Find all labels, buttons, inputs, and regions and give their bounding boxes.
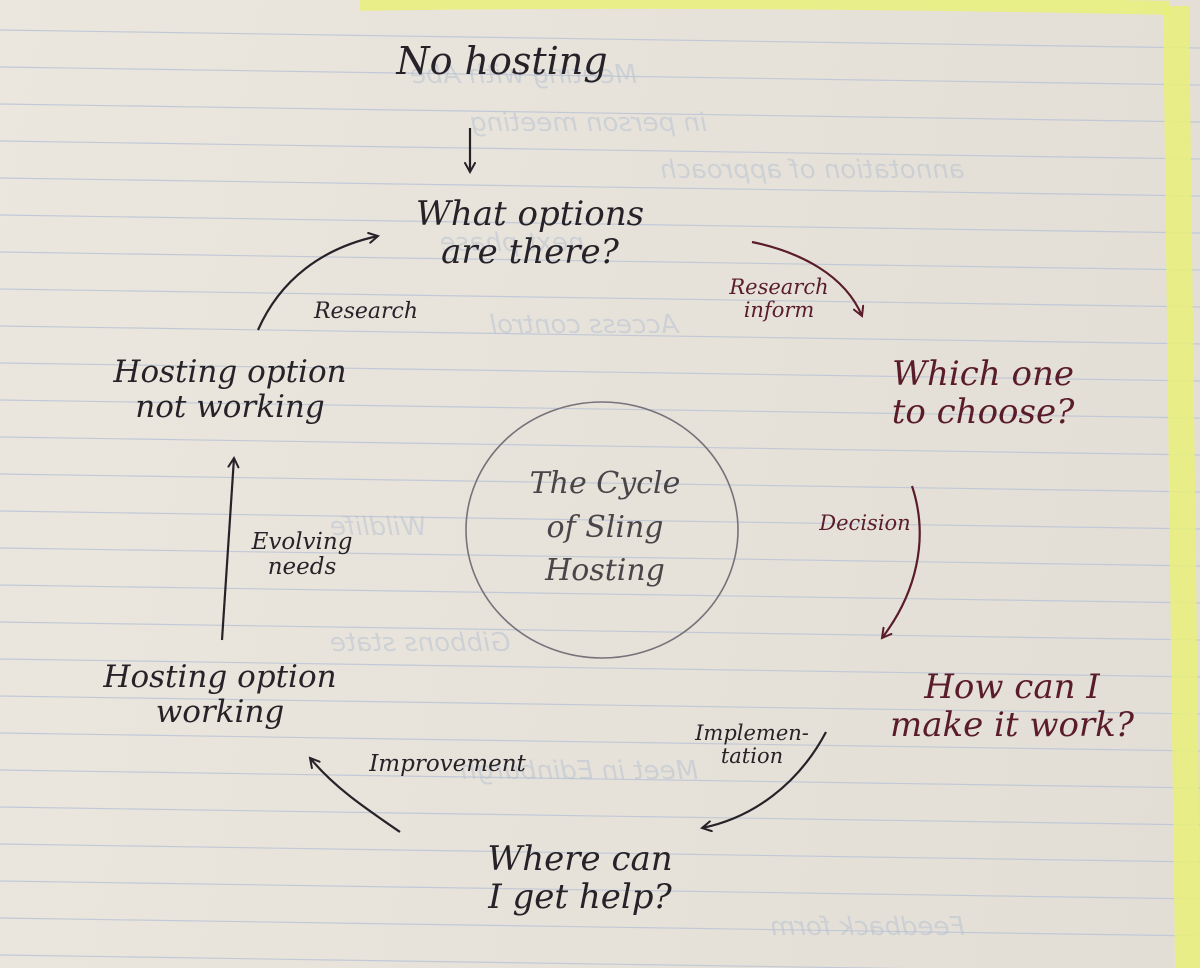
ruled-line	[0, 177, 1200, 197]
node-hosting-working: Hosting option working	[80, 660, 360, 729]
arrow-not-working-to-options	[256, 236, 378, 331]
ruled-line	[0, 806, 1200, 826]
ruled-line	[0, 29, 1200, 49]
highlighter-top	[359, 0, 1171, 15]
center-title-line3: Hosting	[545, 553, 665, 588]
node-where-can-line1: Where can	[487, 839, 673, 879]
node-hosting-not-working-line1: Hosting option	[113, 354, 347, 390]
ruled-line	[0, 547, 1200, 567]
label-evolving-needs: Evolving needs	[232, 529, 372, 581]
label-research-text: Research	[313, 299, 419, 324]
ruled-line	[0, 769, 1200, 789]
ruled-line	[0, 251, 1200, 271]
label-research-inform-line2: inform	[743, 298, 815, 323]
ruled-line	[0, 695, 1200, 715]
ruled-line	[0, 954, 907, 968]
ruled-line	[0, 843, 1200, 863]
node-which-one: Which one to choose?	[848, 355, 1118, 431]
label-research-inform: Research inform	[704, 275, 854, 323]
ruled-line	[0, 103, 1200, 123]
ruled-line	[0, 658, 1200, 678]
label-improvement: Improvement	[345, 751, 550, 777]
ruled-line	[0, 621, 1200, 641]
ruled-line	[0, 214, 1200, 234]
ruled-line	[0, 436, 1200, 456]
node-hosting-working-line1: Hosting option	[103, 659, 337, 695]
ruled-line	[0, 880, 1200, 900]
arrow-choose-to-make-work	[882, 485, 921, 638]
label-implementation-line2: tation	[720, 744, 784, 769]
center-title: The Cycle of Sling Hosting	[480, 462, 730, 593]
arrow-help-to-working	[310, 758, 401, 833]
ruled-line	[0, 473, 1200, 493]
highlighter-right	[1163, 5, 1200, 968]
ruled-line	[0, 917, 1200, 937]
label-evolving-needs-line1: Evolving	[251, 529, 353, 555]
node-how-can-i-line2: make it work?	[889, 705, 1135, 746]
node-no-hosting: No hosting	[382, 40, 622, 83]
node-where-can-line2: I get help?	[488, 877, 672, 918]
ruled-line	[0, 362, 1200, 382]
label-research-inform-line1: Research	[729, 275, 829, 299]
ruled-line	[0, 288, 1200, 308]
label-evolving-needs-line2: needs	[267, 554, 337, 581]
node-no-hosting-text: No hosting	[396, 39, 608, 83]
ruled-line	[0, 325, 1200, 345]
ruled-line	[0, 399, 1200, 419]
center-title-line1: The Cycle	[529, 466, 681, 501]
ruled-line	[0, 732, 1200, 752]
ruled-line	[0, 584, 1200, 604]
label-decision: Decision	[800, 511, 930, 535]
label-improvement-text: Improvement	[369, 751, 526, 777]
node-where-can: Where can I get help?	[430, 840, 730, 916]
center-title-line2: of Sling	[546, 509, 664, 545]
node-how-can-i: How can I make it work?	[862, 668, 1162, 744]
arrow-options-to-choose	[751, 240, 862, 316]
label-implementation-line1: Implemen-	[695, 721, 809, 745]
node-hosting-not-working-line2: not working	[135, 388, 325, 425]
node-what-options-line1: What options	[415, 194, 645, 234]
node-hosting-working-line2: working	[155, 693, 285, 730]
ruled-line	[0, 140, 1200, 160]
node-how-can-i-line1: How can I	[924, 667, 1100, 707]
ruled-line	[0, 510, 1200, 530]
arrow-working-to-not-working	[220, 458, 234, 641]
label-implementation: Implemen- tation	[662, 721, 842, 769]
ruled-line	[0, 66, 1200, 86]
label-decision-text: Decision	[819, 511, 911, 535]
arrow-make-work-to-help	[702, 731, 827, 828]
node-which-one-line1: Which one	[892, 354, 1074, 394]
node-what-options-line2: are there?	[441, 232, 619, 273]
label-research: Research	[296, 299, 436, 324]
node-hosting-not-working: Hosting option not working	[80, 355, 380, 424]
node-what-options: What options are there?	[380, 195, 680, 271]
center-circle	[465, 401, 739, 659]
node-which-one-line2: to choose?	[891, 392, 1075, 433]
